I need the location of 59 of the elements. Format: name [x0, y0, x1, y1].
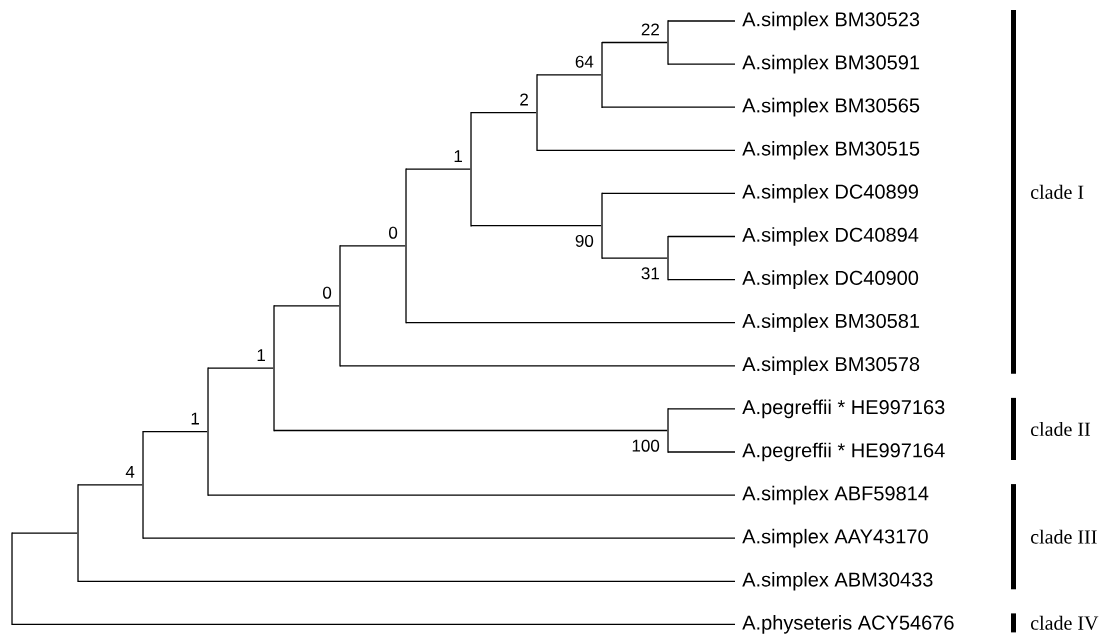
taxon-label: A.simplex BM30581 [742, 313, 920, 332]
clade-label: clade III [1030, 529, 1097, 544]
branch-line [470, 111, 537, 114]
taxon-label: A.simplex ABM30433 [742, 571, 933, 591]
branch-line [339, 245, 406, 247]
branch-line [11, 623, 736, 626]
branch-line [601, 41, 668, 44]
branch-line [601, 192, 736, 195]
clade-label: clade IV [1030, 615, 1099, 630]
branch-line [207, 367, 274, 369]
taxon-label: A.simplex DC40899 [742, 184, 918, 203]
bootstrap-value: 64 [575, 55, 594, 68]
branch-line [667, 235, 736, 238]
bootstrap-value: 1 [454, 150, 462, 162]
taxon-label: A.pegreffii * HE997163 [742, 399, 945, 419]
branch-line [207, 494, 736, 496]
bootstrap-value: 0 [323, 286, 332, 299]
branch-line [667, 63, 736, 65]
branch-line [273, 305, 340, 307]
branch-line [142, 537, 736, 539]
bootstrap-value: 1 [257, 349, 265, 361]
taxon-label: A.simplex DC40894 [742, 227, 919, 246]
bootstrap-value: 22 [641, 23, 659, 36]
branch-line [77, 580, 736, 582]
taxon-label: A.simplex DC40900 [742, 270, 919, 289]
taxon-label: A.simplex BM30578 [742, 356, 920, 376]
branch-line [405, 322, 736, 324]
branch-line [273, 429, 668, 432]
taxon-label: A.simplex BM30565 [742, 97, 920, 117]
branch-line [536, 74, 602, 76]
taxon-label: A.simplex AAY43170 [742, 528, 928, 548]
branch-line [142, 430, 208, 433]
taxon-label: A.simplex ABF59814 [742, 485, 929, 505]
branch-line [11, 532, 78, 534]
bootstrap-value: 4 [125, 466, 135, 478]
branch-line [601, 257, 668, 259]
bootstrap-value: 100 [632, 439, 660, 452]
branch-line [667, 408, 736, 410]
bootstrap-value: 31 [641, 267, 659, 280]
clade-label: clade II [1030, 421, 1090, 436]
bootstrap-value: 2 [520, 93, 528, 106]
branch-line [470, 225, 602, 227]
branch-line [536, 149, 736, 151]
branch-line [405, 168, 471, 170]
branch-line [667, 451, 736, 453]
branch-line [339, 365, 736, 367]
clade-label: clade I [1030, 184, 1084, 199]
branch-line [601, 106, 736, 108]
taxon-label: A.simplex BM30591 [742, 54, 920, 74]
taxon-label: A.pegreffii * HE997164 [742, 442, 945, 462]
taxon-label: A.physeteris ACY54676 [742, 615, 954, 634]
taxon-label: A.simplex BM30515 [742, 140, 920, 160]
branch-line [667, 20, 736, 22]
bootstrap-value: 0 [389, 226, 398, 239]
taxon-label: A.simplex BM30523 [742, 11, 920, 31]
branch-line [77, 484, 143, 486]
bootstrap-value: 1 [191, 412, 199, 425]
bootstrap-value: 90 [575, 234, 594, 247]
branch-line [667, 278, 736, 281]
